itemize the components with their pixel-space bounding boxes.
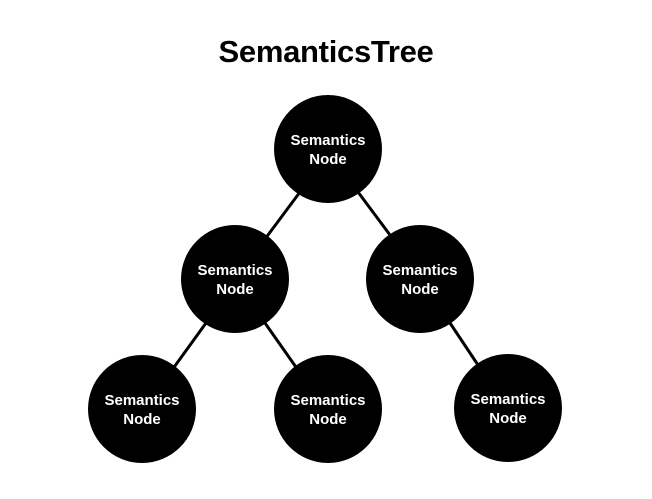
edges-group bbox=[170, 190, 482, 372]
tree-node-left-right: Semantics Node bbox=[274, 355, 382, 463]
node-label-line2: Node bbox=[309, 151, 347, 168]
node-label-line1: Semantics bbox=[470, 391, 545, 408]
tree-node-right: Semantics Node bbox=[366, 225, 474, 333]
node-label-line1: Semantics bbox=[290, 392, 365, 409]
node-label-line1: Semantics bbox=[290, 132, 365, 149]
node-circle bbox=[88, 355, 196, 463]
node-circle bbox=[366, 225, 474, 333]
tree-node-right-right: Semantics Node bbox=[454, 354, 562, 462]
node-circle bbox=[454, 354, 562, 462]
node-label-line1: Semantics bbox=[197, 262, 272, 279]
node-label-line1: Semantics bbox=[104, 392, 179, 409]
node-label-line2: Node bbox=[309, 411, 347, 428]
tree-node-left: Semantics Node bbox=[181, 225, 289, 333]
tree-node-root: Semantics Node bbox=[274, 95, 382, 203]
node-label-line1: Semantics bbox=[382, 262, 457, 279]
node-label-line2: Node bbox=[216, 281, 254, 298]
edge-right-right-right bbox=[448, 321, 482, 370]
node-label-line2: Node bbox=[123, 411, 161, 428]
node-label-line2: Node bbox=[401, 281, 439, 298]
node-label-line2: Node bbox=[489, 410, 527, 427]
node-circle bbox=[274, 355, 382, 463]
node-circle bbox=[181, 225, 289, 333]
edge-root-left bbox=[263, 190, 302, 241]
diagram-title: SemanticsTree bbox=[218, 34, 434, 69]
edge-root-right bbox=[356, 190, 395, 241]
tree-node-left-left: Semantics Node bbox=[88, 355, 196, 463]
edge-left-left-left bbox=[170, 321, 208, 372]
node-circle bbox=[274, 95, 382, 203]
edge-left-left-right bbox=[263, 321, 300, 372]
